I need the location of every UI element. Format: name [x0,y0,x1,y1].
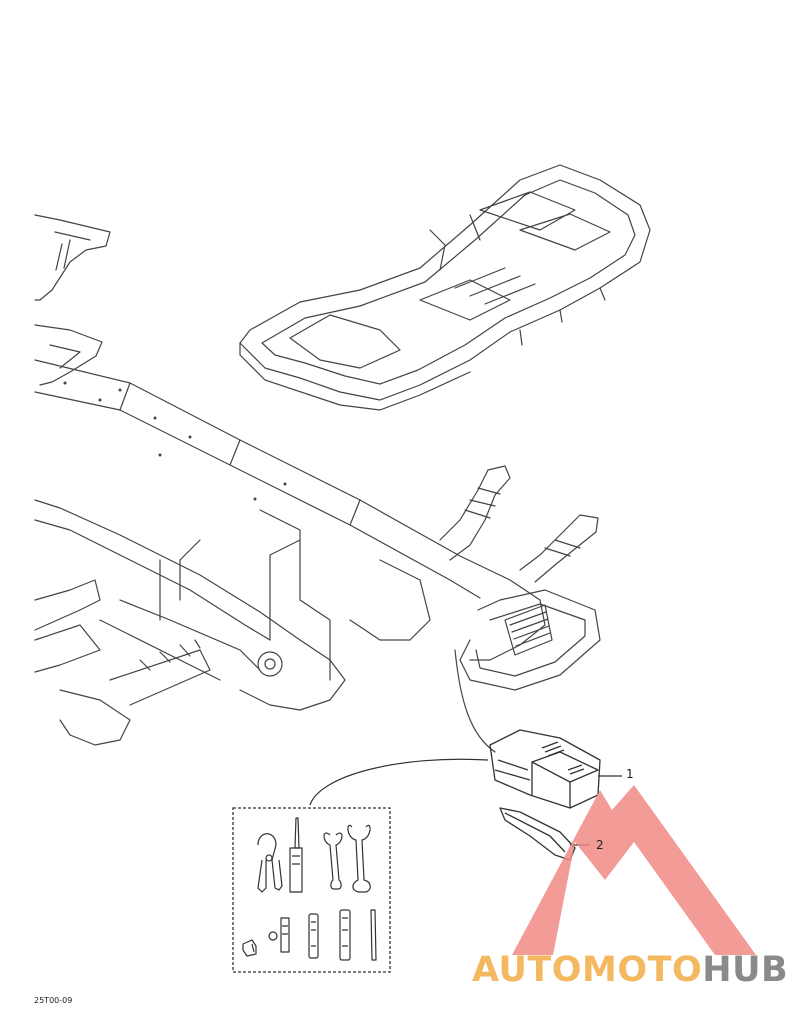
toolkit-box [232,807,391,973]
main-frame [34,359,546,746]
figure-code: 25T00-09 [34,996,73,1005]
rod-icon [370,909,377,961]
watermark-text-auto: AUTOMOTO [472,950,703,990]
watermark-text-hub: HUB [702,950,789,990]
rear-rack [239,164,651,411]
tether-line [454,649,496,753]
socket-wrench-icon [339,909,351,961]
wrench-icon [323,832,343,890]
watermark-logo [512,785,756,955]
callout-1: 1 [626,767,634,781]
callout-2: 2 [596,838,604,852]
watermark-text: AUTOMOTOHUB [472,950,788,990]
left-footwell-bracket [34,214,111,386]
side-brackets [439,465,601,691]
wrench-large-icon [347,824,371,893]
fuse-icon [242,939,257,957]
pliers-icon [257,833,283,893]
toolkit-leader-line [309,758,489,806]
spark-plug-wrench-icon [308,913,319,959]
tool-handle [499,807,590,861]
screwdriver-icon [289,817,303,893]
socket-icon [268,917,290,953]
frame-holes [63,381,287,501]
